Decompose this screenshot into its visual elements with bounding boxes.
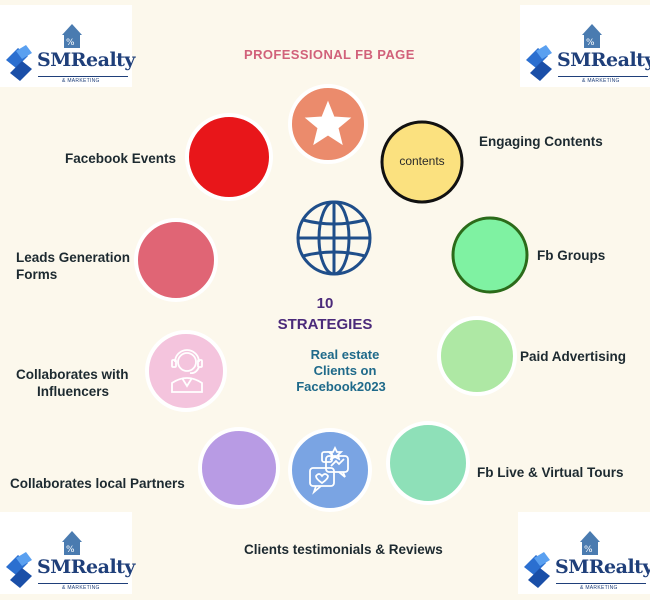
- engaging-contents-circle: [380, 120, 464, 204]
- label-engaging-contents: Engaging Contents: [479, 134, 603, 149]
- label-influencers-line1: Collaborates with: [16, 367, 129, 382]
- logo-divider: [38, 76, 128, 77]
- label-fb-live: Fb Live & Virtual Tours: [477, 465, 624, 480]
- label-fb-groups: Fb Groups: [537, 248, 606, 263]
- local-partners-circle: [198, 427, 280, 509]
- logo-name: SMRealty: [37, 556, 135, 578]
- testimonials-circle: [288, 428, 372, 512]
- logo-subtitle: & MARKETING: [60, 585, 102, 591]
- logo-subtitle: & MARKETING: [578, 585, 620, 591]
- logo-top-right: % SMRealty & MARKETING: [520, 5, 650, 87]
- logo-top-left: % SMRealty & MARKETING: [0, 5, 135, 87]
- leads-generation-circle: [134, 218, 218, 302]
- label-paid-advertising: Paid Advertising: [520, 349, 627, 364]
- logo-divider: [38, 583, 128, 584]
- chat-reviews-icon: [309, 445, 349, 495]
- svg-text:%: %: [584, 545, 593, 555]
- center-line-1: Real estate: [310, 347, 380, 362]
- logo-divider: [558, 76, 648, 77]
- facebook-events-circle: [185, 113, 273, 201]
- svg-text:%: %: [66, 545, 75, 555]
- logo-divider: [556, 583, 646, 584]
- label-leads-generation-line1: Leads Generation: [16, 250, 131, 265]
- svg-text:%: %: [66, 38, 75, 48]
- fb-live-circle: [386, 421, 470, 505]
- smrealty-logo-icon: %: [6, 24, 82, 81]
- smrealty-logo-icon: %: [6, 531, 82, 588]
- logo-name: SMRealty: [557, 49, 650, 71]
- paid-advertising-circle: [437, 316, 517, 396]
- center-line-2: Clients on: [313, 363, 377, 378]
- svg-text:%: %: [586, 38, 595, 48]
- label-local-partners: Collaborates local Partners: [10, 476, 185, 491]
- center-strategies: STRATEGIES: [277, 316, 373, 333]
- logo-subtitle: & MARKETING: [580, 78, 622, 84]
- logo-name: SMRealty: [555, 556, 650, 578]
- label-facebook-events: Facebook Events: [65, 151, 177, 166]
- support-agent-icon: [171, 349, 203, 393]
- professional-fb-page-label: PROFESSIONAL FB PAGE: [244, 47, 415, 62]
- logo-bottom-right: % SMRealty & MARKETING: [518, 512, 650, 594]
- logo-bottom-left: % SMRealty & MARKETING: [0, 512, 135, 594]
- fb-groups-circle: [451, 216, 529, 294]
- contents-circle-label: contents: [399, 154, 445, 168]
- label-testimonials: Clients testimonials & Reviews: [244, 542, 443, 557]
- globe-icon: [296, 200, 372, 276]
- label-leads-generation-line2: Forms: [16, 267, 58, 282]
- logo-subtitle: & MARKETING: [60, 78, 102, 84]
- smrealty-logo-icon: %: [526, 24, 602, 81]
- star-icon: [304, 100, 352, 146]
- center-number: 10: [316, 295, 334, 312]
- smrealty-logo-icon: %: [524, 531, 600, 588]
- logo-name: SMRealty: [37, 49, 135, 71]
- center-line-3: Facebook2023: [296, 379, 386, 394]
- label-influencers-line2: Influencers: [37, 384, 110, 399]
